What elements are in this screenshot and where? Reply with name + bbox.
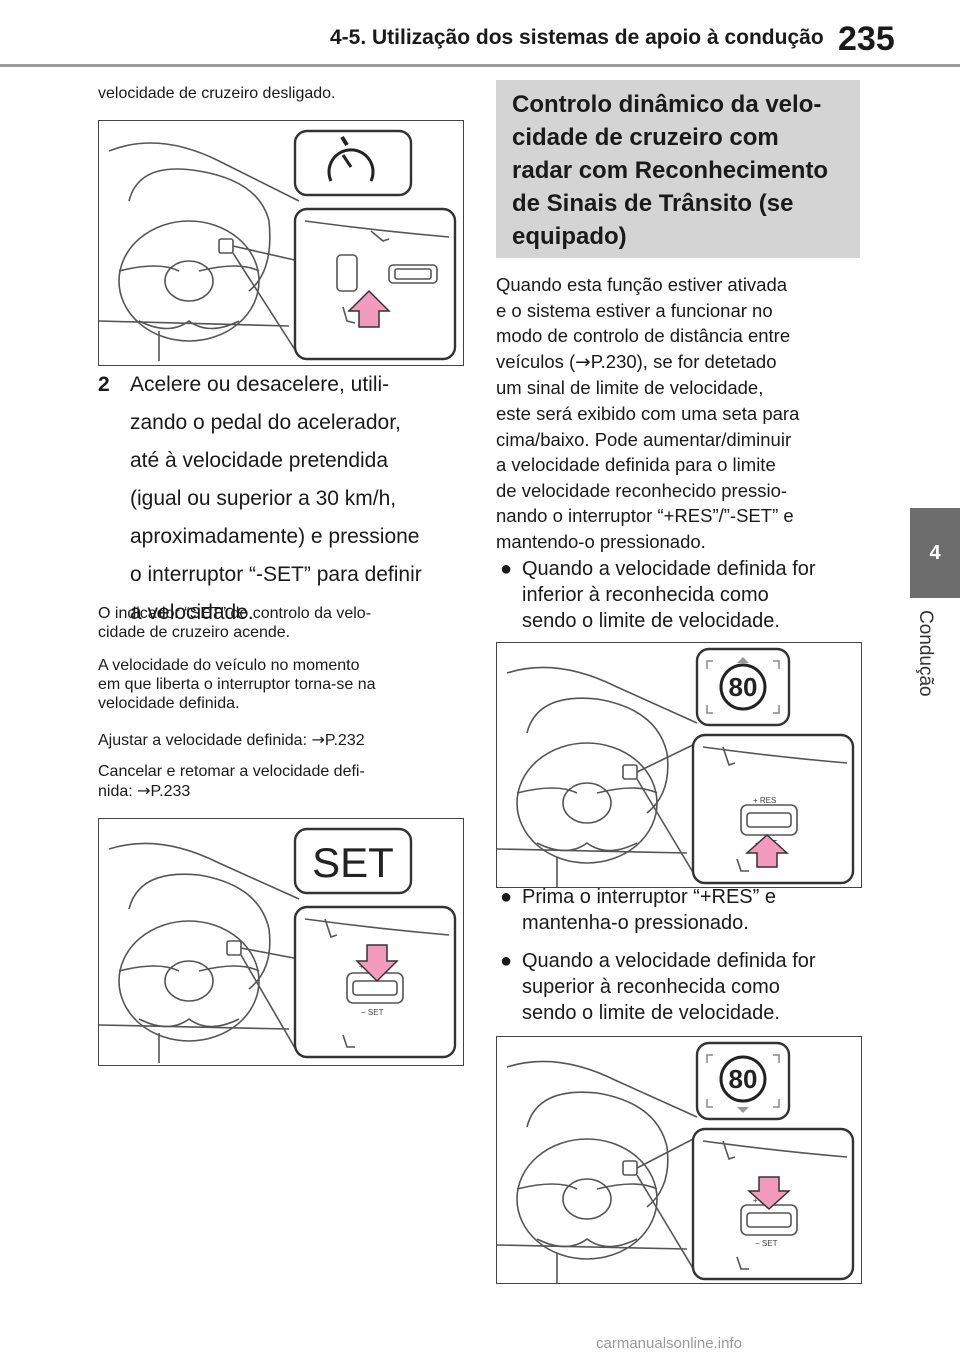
press-arrow-up [347,289,391,328]
bullet1-line-1: Quando a velocidade definida for [522,558,816,580]
section-heading-line-2: cidade de cruzeiro com [512,124,779,151]
step-line-7: a velocidade. [130,601,254,624]
step-line-1: Acelere ou desacelere, utili- [130,373,390,396]
footer-watermark[interactable]: carmanualsonline.info [596,1335,742,1352]
para-line-8: a velocidade definida para o limite [496,454,776,476]
bullet2-line-2: mantenha-o pressionado. [522,912,749,934]
bullet3-text: Quando a velocidade definida for superio… [522,948,816,1026]
para-line-1: Quando esta função estiver ativada [496,274,788,295]
bullet1-text: Quando a velocidade definida for inferio… [522,556,816,634]
ref-arrow-icon: → [311,730,325,749]
note2-line-3: velocidade definida. [98,695,240,712]
figure-set-switch-drawing: SET + RES − SET [99,827,457,1063]
set-label-small: − SET [755,1239,778,1248]
note1-line-1: O indicador “SET” do controlo da velo- [98,605,372,622]
bullet2-line-1: Prima o interruptor “+RES” e [522,886,776,908]
bullet3-line-3: sendo o limite de velocidade. [522,1002,780,1024]
bullet3-line-1: Quando a velocidade definida for [522,950,816,972]
section-heading-line-3: radar com Reconhecimento [512,157,829,184]
section-heading-line-1: Controlo dinâmico da velo- [512,91,822,118]
figure-res-switch-lower: 80 + RES − SET [496,642,862,888]
press-arrow-down [747,1176,791,1211]
figure-set-label: SET [312,839,394,886]
figure-set-switch: SET + RES − SET [98,818,464,1066]
figure-set-switch-lower: 80 + RES − SET [496,1036,862,1284]
set-label-small: − SET [361,1008,384,1017]
bullet2-text: Prima o interruptor “+RES” e mantenha-o … [522,884,776,936]
bullet3-line-2: superior à reconhecida como [522,976,780,998]
note1-line-2: cidade de cruzeiro acende. [98,624,291,641]
step-line-2: zando o pedal do acelerador, [130,411,401,434]
chapter-section-title: 4-5. Utilização dos sistemas de apoio à … [330,26,824,49]
bullet-dot-icon: ● [500,950,513,972]
note4-line-1: Cancelar e retomar a velocidade defi- [98,763,365,780]
para-line-10: nando o interruptor “+RES”/”-SET” e [496,505,794,527]
note4-text: nida: [98,783,138,800]
description-paragraph: Quando esta função estiver ativada e o s… [496,272,799,555]
header-rule [0,64,960,67]
section-heading-line-4: de Sinais de Trânsito (se [512,190,794,217]
step-line-5: aproximadamente) e pressione [130,525,420,548]
note3-text: Ajustar a velocidade definida: [98,732,312,749]
press-arrow-down [355,944,399,983]
ref-arrow-icon: → [137,781,151,800]
figure-set-lower-drawing: 80 + RES − SET [497,1041,855,1283]
bullet1-line-2: inferior à reconhecida como [522,584,769,606]
para-line-3: modo de controlo de distância entre [496,325,791,347]
para-line-5: um sinal de limite de velocidade, [496,377,764,399]
figure-res-drawing: 80 + RES − SET [497,647,855,887]
figure-cruise-switch-drawing [99,129,457,361]
press-arrow-up [745,833,789,868]
section-heading-box [496,80,860,258]
intro-line: velocidade de cruzeiro desligado. [98,85,336,102]
para-text: veículos ( [496,350,576,372]
para-line-6: este será exibido com uma seta para [496,402,800,424]
para-line-7: cima/baixo. Pode aumentar/diminuir [496,428,792,450]
para-line-2: e o sistema estiver a funcionar no [496,299,773,321]
page-number: 235 [838,20,895,58]
para-line-11: mantendo-o pressionado. [496,530,706,552]
step-number: 2 [98,373,110,396]
chapter-tab[interactable]: 4 [910,508,960,598]
step-line-4: (igual ou superior a 30 km/h, [130,487,397,510]
bullet1-line-3: sendo o limite de velocidade. [522,610,780,632]
section-heading: Controlo dinâmico da velo- cidade de cru… [512,88,852,253]
res-label-small: + RES [753,796,776,805]
para-ref-link[interactable]: P.230), se for detetado [590,350,777,372]
note2-line-1: A velocidade do veículo no momento [98,657,360,674]
speed-sign-value: 80 [729,672,758,702]
speedometer-icon [327,135,375,182]
step-line-3: até à velocidade pretendida [130,449,389,472]
speed-sign-value: 80 [729,1064,758,1094]
section-heading-line-5: equipado) [512,223,627,250]
bullet-dot-icon: ● [500,558,513,580]
note3-line: Ajustar a velocidade definida: →P.232 [98,730,365,750]
chapter-tab-label: Condução [915,610,936,697]
note4-ref-link[interactable]: P.233 [150,783,191,800]
note2-line-2: em que liberta o interruptor torna-se na [98,676,376,693]
note3-ref-link[interactable]: P.232 [324,732,365,749]
para-line-9: de velocidade reconhecido pressio- [496,479,788,501]
ref-arrow-icon: → [575,351,591,373]
step-line-6: o interruptor “-SET” para definir [130,563,422,586]
bullet-dot-icon: ● [500,886,513,908]
figure-cruise-switch [98,120,464,366]
para-line-4: veículos (→P.230), se for detetado [496,349,799,376]
note4-line-2: nida: →P.233 [98,781,190,801]
